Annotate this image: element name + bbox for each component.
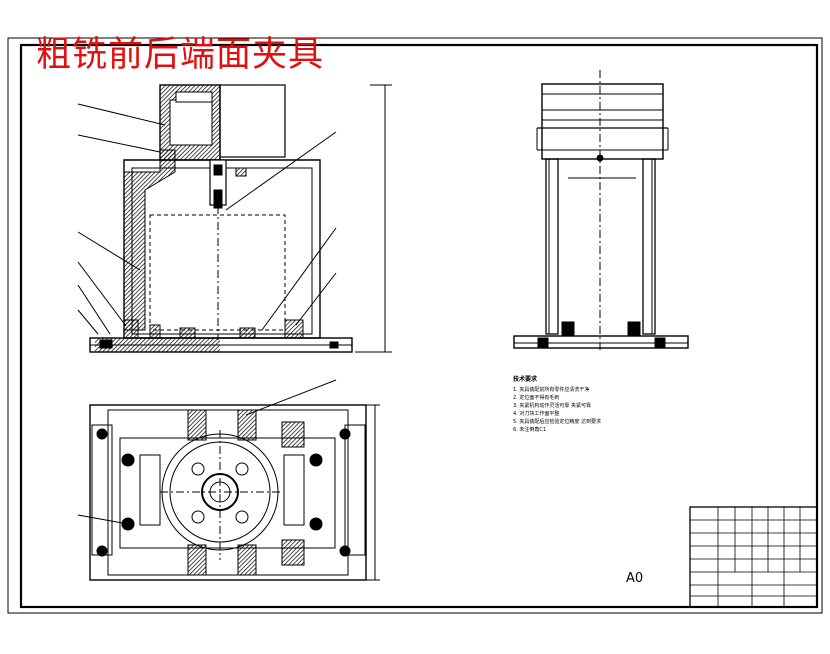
side-view xyxy=(513,70,689,350)
tech-note-line: 6. 未注倒角C1 xyxy=(513,427,547,433)
sheet-size-label: A0 xyxy=(626,571,644,586)
tech-note-line: 1. 夹具装配前所有零件应清洗干净 xyxy=(513,387,590,393)
tech-note-line: 2. 定位面不得有毛刺 xyxy=(513,395,560,401)
tech-note-line: 4. 对刀块工作面平整 xyxy=(513,411,560,417)
title-block xyxy=(689,506,818,608)
tech-note-line: 3. 夹紧机构动作灵活可靠 夹紧可靠 xyxy=(513,403,591,409)
front-section-view xyxy=(77,84,392,353)
outer-border xyxy=(7,37,823,614)
tech-notes: 技术要求 1. 夹具装配前所有零件应清洗干净 2. 定位面不得有毛刺 3. 夹紧… xyxy=(513,376,601,434)
top-view xyxy=(77,379,380,581)
drawing-title: 粗铣前后端面夹具 xyxy=(36,35,325,75)
inner-border xyxy=(19,43,819,609)
tech-note-line: 5. 夹具装配后应检验定位精度 达到要求 xyxy=(513,419,601,425)
tech-notes-heading: 技术要求 xyxy=(513,376,538,383)
